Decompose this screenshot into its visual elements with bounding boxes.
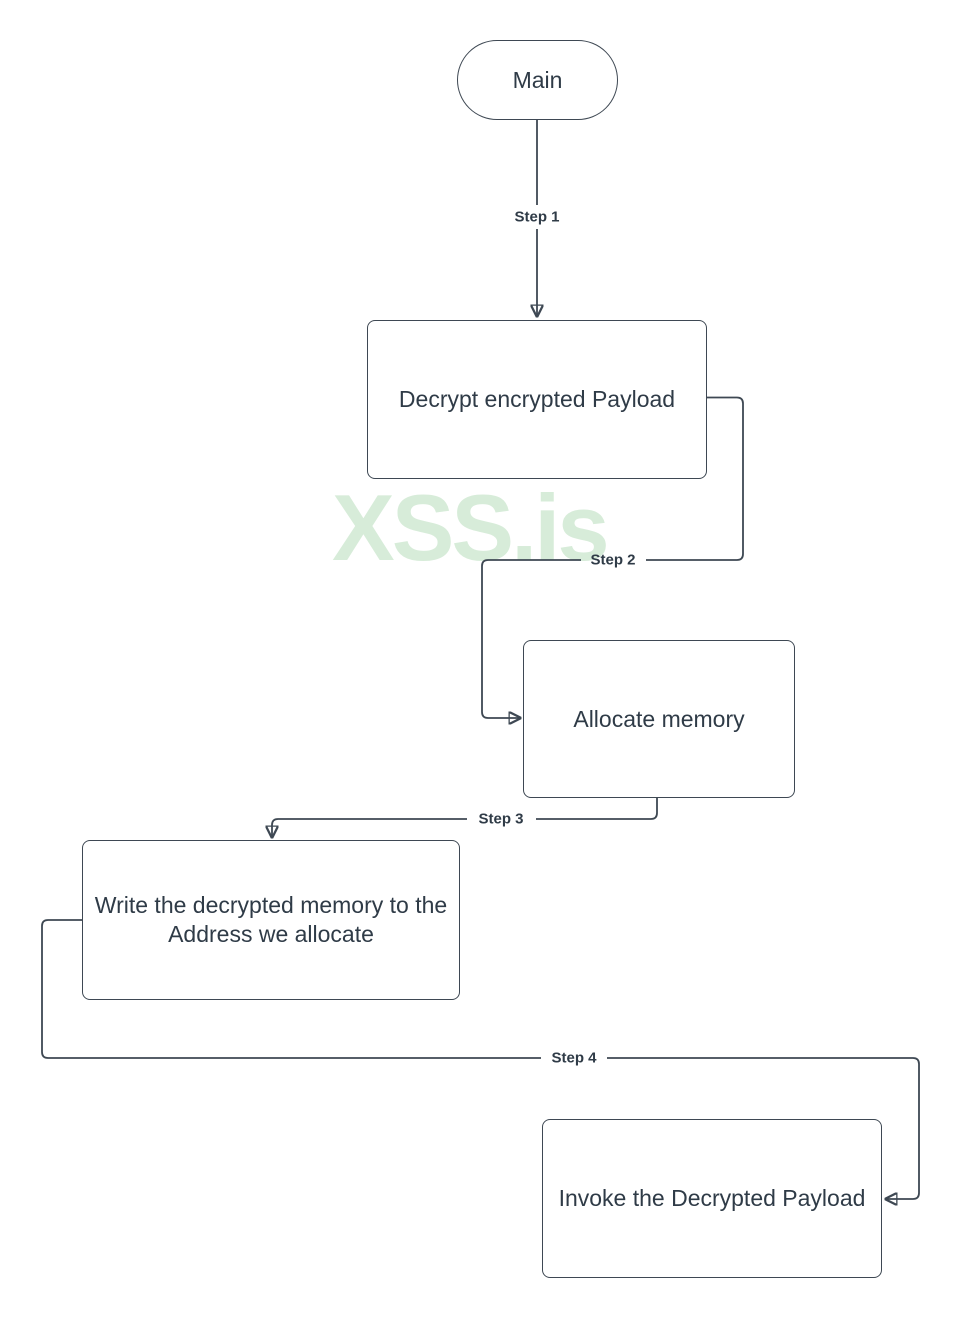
edge-label-step1: Step 1 <box>514 208 560 226</box>
edge-step2-line-b <box>481 559 581 718</box>
edge-step2-line-a <box>646 396 744 561</box>
edge-step3-line-b <box>272 818 467 837</box>
node-write-memory-label: Write the decrypted memory to the Addres… <box>94 892 448 947</box>
node-decrypt-payload-label: Decrypt encrypted Payload <box>398 386 676 413</box>
edge-label-step3: Step 3 <box>478 810 524 828</box>
node-write-memory: Write the decrypted memory to the Addres… <box>82 840 460 1000</box>
node-allocate-memory: Allocate memory <box>523 640 795 798</box>
edge-step3-line-a <box>536 798 658 820</box>
edge-label-step4: Step 4 <box>551 1049 597 1067</box>
node-invoke-payload-label: Invoke the Decrypted Payload <box>558 1185 866 1212</box>
node-main: Main <box>457 40 618 120</box>
node-decrypt-payload: Decrypt encrypted Payload <box>367 320 707 479</box>
node-allocate-memory-label: Allocate memory <box>573 705 745 732</box>
node-invoke-payload: Invoke the Decrypted Payload <box>542 1119 882 1278</box>
xss-watermark: XSS.is <box>332 475 610 580</box>
edge-step4-line-a <box>41 919 541 1059</box>
edge-step4-line-b <box>607 1057 920 1199</box>
node-main-label: Main <box>512 66 563 93</box>
edge-label-step2: Step 2 <box>590 551 636 569</box>
